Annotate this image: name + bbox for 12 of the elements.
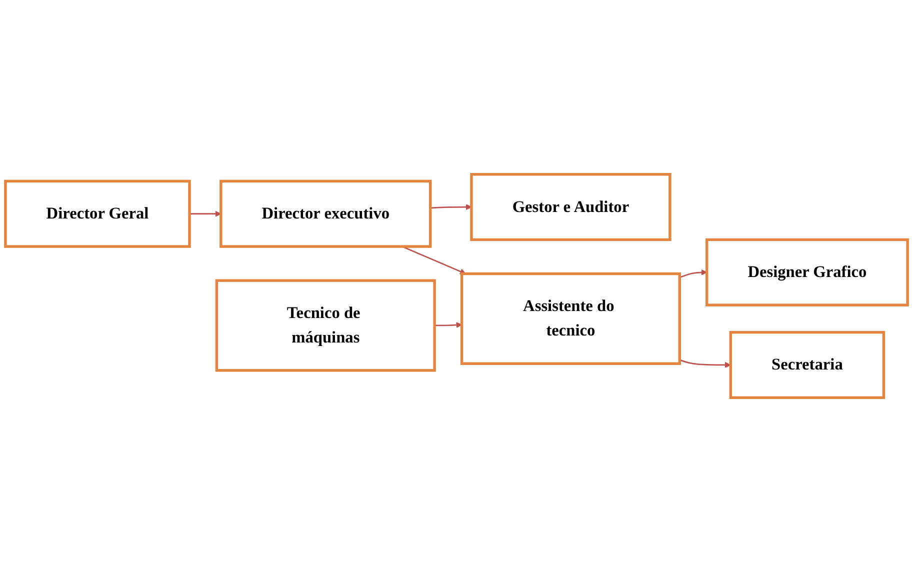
node-box: Secretaria bbox=[729, 330, 886, 399]
arrow bbox=[190, 210, 222, 217]
arrow bbox=[679, 269, 708, 278]
node-box: Gestor e Auditor bbox=[470, 173, 672, 242]
arrow bbox=[679, 359, 731, 368]
node-box: Assistente do tecnico bbox=[460, 272, 681, 365]
node-box: Director Geral bbox=[4, 180, 191, 248]
arrow bbox=[430, 204, 472, 210]
node-box: Tecnico de máquinas bbox=[215, 279, 436, 372]
node-box: Designer Grafico bbox=[705, 238, 909, 306]
arrow bbox=[434, 322, 462, 328]
node-box: Director executivo bbox=[220, 180, 432, 248]
